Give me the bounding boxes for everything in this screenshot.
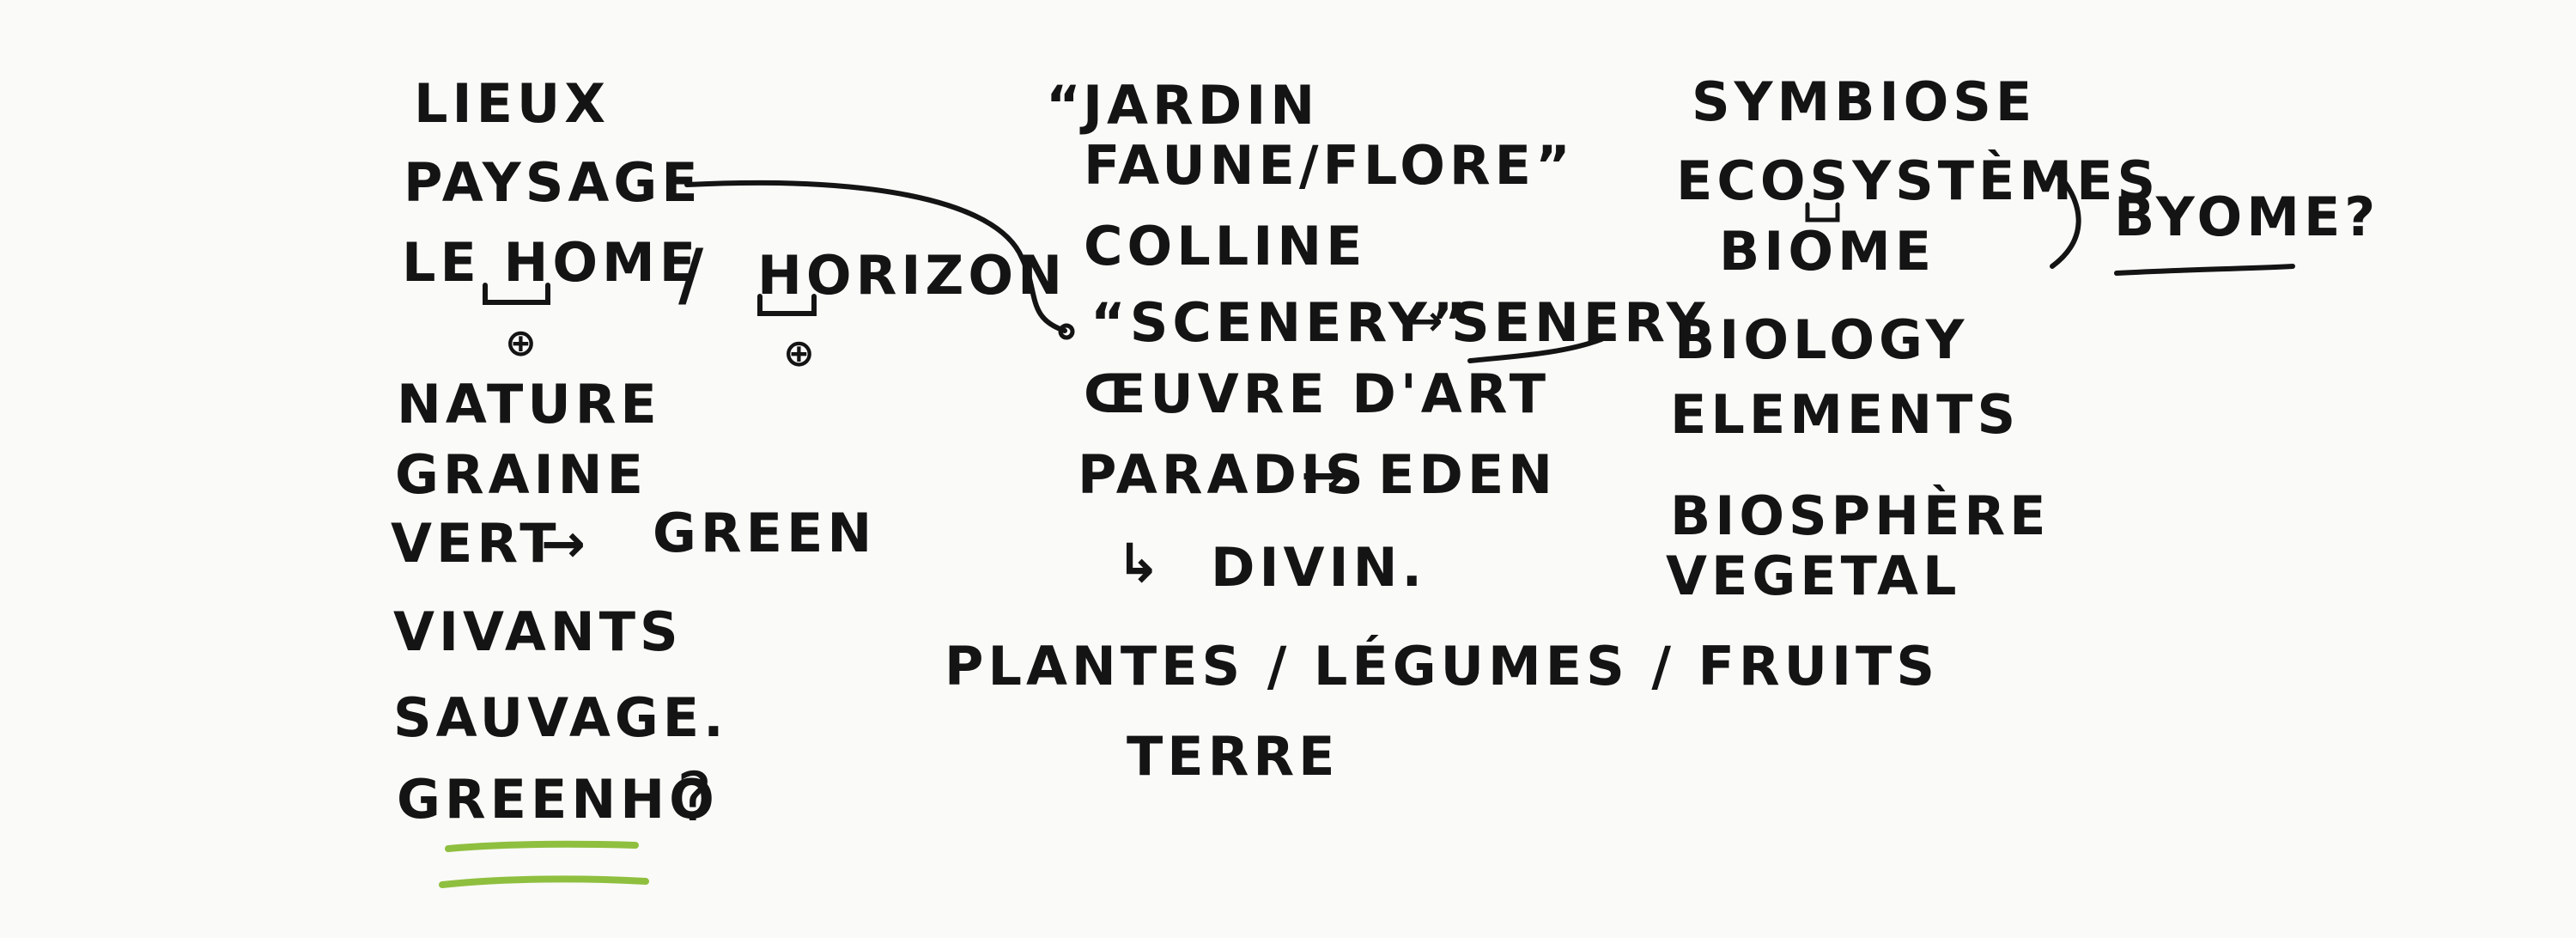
arrow-scenery-senery: → [1408,297,1448,345]
word-senery: SENERY [1451,291,1710,354]
arrow-vert-green: → [541,512,590,575]
word-vivants: VIVANTS [393,600,683,663]
slash-separator: / [678,234,708,314]
parenthesis-ecosystemes-biome [2050,169,2081,269]
word-oeuvre-dart: ŒUVRE D'ART [1084,362,1551,425]
word-vegetal: VEGETAL [1666,545,1961,607]
word-nature: NATURE [397,373,661,436]
word-elements: ELEMENTS [1670,383,2020,446]
connector-dot [1058,323,1075,340]
word-graine: GRAINE [395,443,647,506]
word-biome: BIOME [1719,220,1936,283]
word-jardin: “JARDIN [1046,74,1320,137]
green-underline-2 [439,875,649,888]
word-horizon: HORIZON [757,244,1066,307]
green-underline-1 [445,840,639,852]
circled-plus-home: ⊕ [505,321,541,365]
word-vert: VERT [391,512,561,575]
word-paysage: PAYSAGE [404,151,702,214]
word-le-home: LE HOME [402,231,701,294]
word-biosphere: BIOSPHÈRE [1670,484,2050,547]
question-mark-greenho: ? [677,759,717,837]
word-greenho: GREENHO [397,768,719,831]
word-biology: BIOLOGY [1674,308,1969,371]
hook-arrow-divin: ↳ [1116,532,1165,594]
arrow-paradis-eden: → [1301,443,1350,506]
bracket-home [483,283,550,305]
bracket-ecosystemes [1805,202,1840,222]
word-scenery: “SCENERY” [1091,291,1471,354]
bracket-horizon [757,294,817,316]
word-plantes-legumes-fruits: PLANTES / LÉGUMES / FRUITS [945,635,1939,697]
word-green: GREEN [653,502,877,564]
underline-byome [2114,264,2295,276]
word-sauvage: SAUVAGE. [393,686,728,749]
word-faune-flore: FAUNE/FLORE” [1084,134,1575,197]
word-symbiose: SYMBIOSE [1692,70,2037,133]
connector-paysage-scenery [684,180,1067,333]
word-lieux: LIEUX [414,72,611,135]
word-terre: TERRE [1127,725,1340,788]
word-byome: BYOME? [2114,186,2380,248]
word-paradis: PARADIS [1078,443,1368,506]
underline-senery [1467,337,1604,363]
word-divin: DIVIN. [1211,536,1427,599]
word-colline: COLLINE [1084,215,1367,277]
word-eden: EDEN [1378,443,1558,506]
circled-plus-horizon: ⊕ [783,332,819,375]
